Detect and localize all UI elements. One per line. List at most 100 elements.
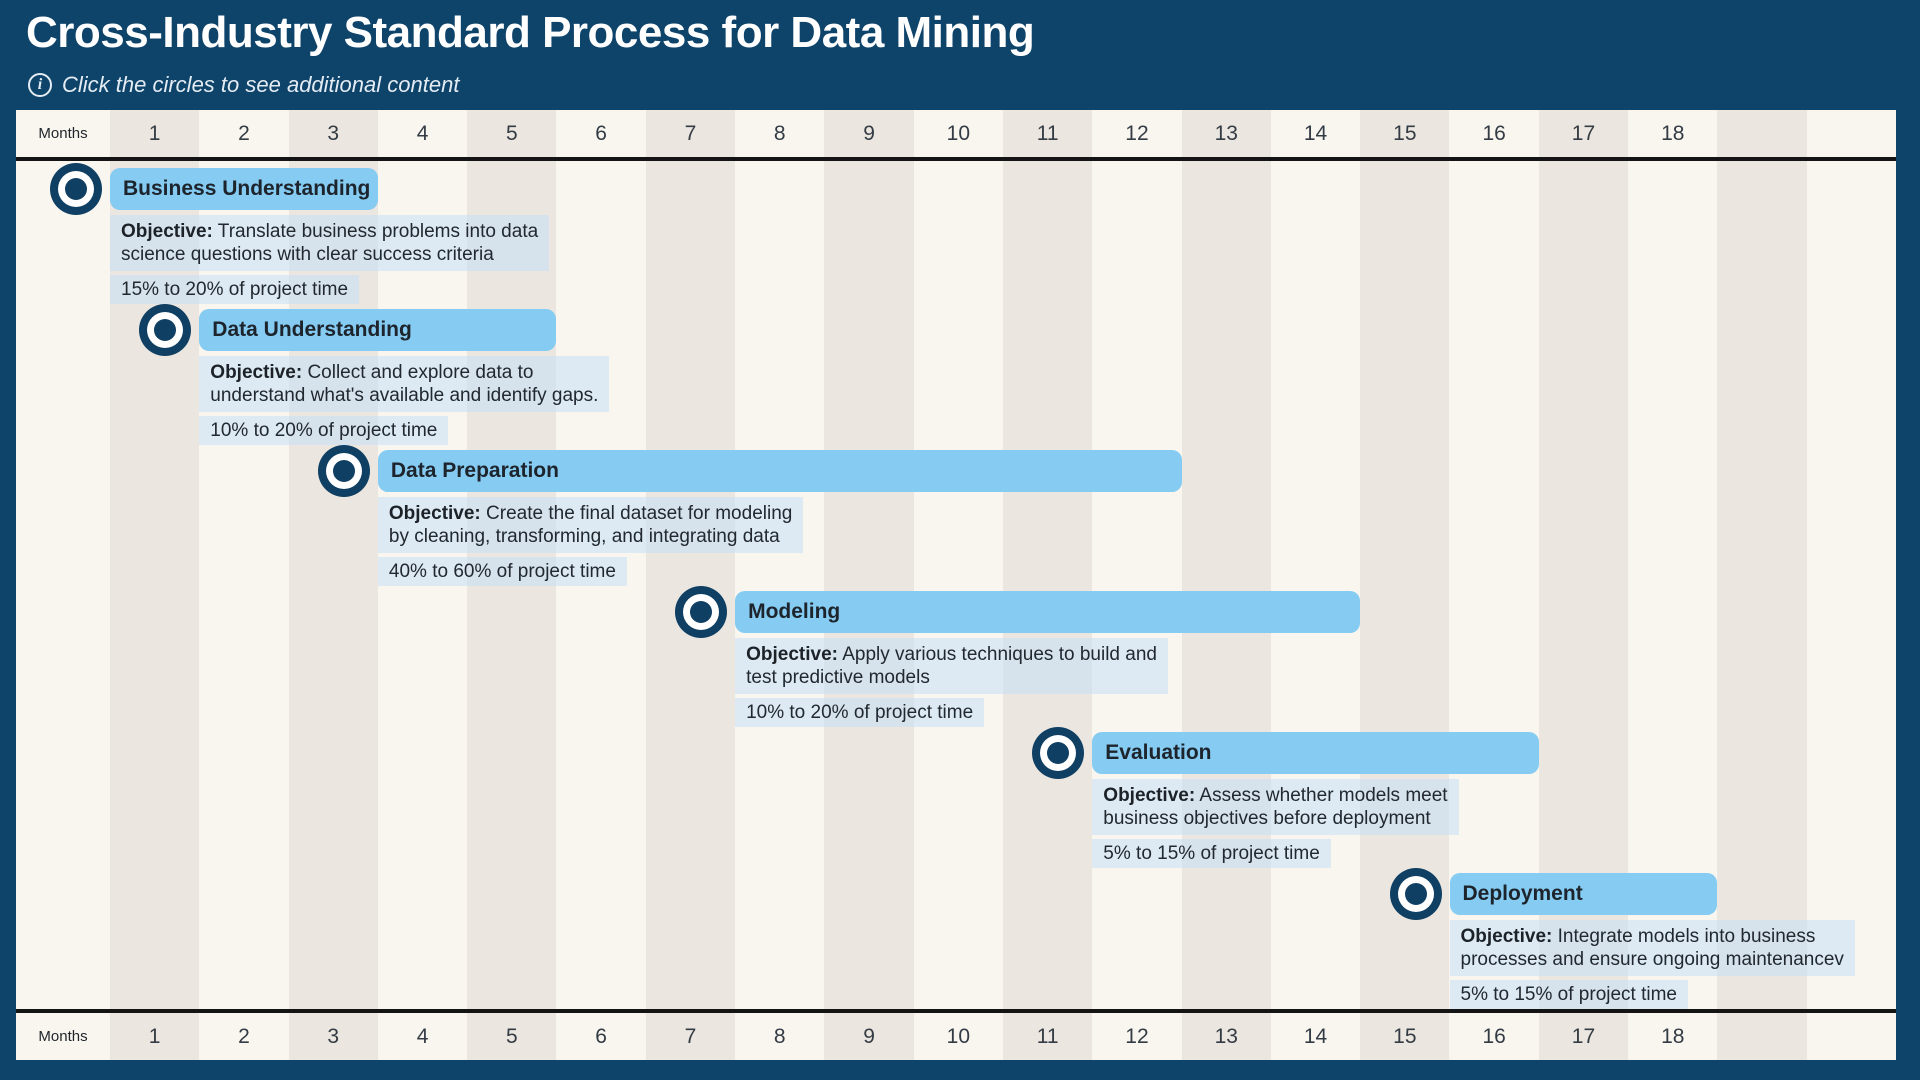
phase-circle-button[interactable]: [50, 163, 102, 215]
month-cell: 1: [148, 122, 161, 145]
month-cell: 4: [416, 1025, 429, 1048]
phase-circle-button[interactable]: [317, 445, 370, 497]
phase-circle-ring: [1397, 876, 1434, 912]
phase-time: 10% to 20% of project time: [735, 698, 985, 727]
phase-objective: Objective: Create the final dataset for …: [377, 497, 804, 553]
month-cell: 9: [863, 122, 875, 145]
month-cell: 2: [238, 122, 250, 145]
phase-circle-ring: [683, 594, 720, 630]
month-column: [1628, 110, 1718, 1060]
phase-circle-core: [154, 319, 177, 341]
month-cell: 7: [684, 122, 697, 145]
month-cell: 16: [1482, 122, 1506, 145]
month-cell: 11: [1036, 1025, 1059, 1048]
phase-circle-button[interactable]: [139, 304, 192, 356]
month-cell: 17: [1571, 1025, 1596, 1048]
month-cell: 8: [773, 122, 786, 145]
month-cell: 1: [148, 1025, 161, 1048]
objective-line: Objective: Translate business problems i…: [121, 221, 539, 242]
phase-circle-core: [65, 178, 87, 200]
phase-time: 5% to 15% of project time: [1092, 839, 1331, 868]
month-cell: 11: [1036, 122, 1059, 145]
month-column: [1270, 110, 1361, 1060]
page-title: Cross-Industry Standard Process for Data…: [26, 8, 1035, 57]
phase-time: 40% to 60% of project time: [377, 557, 627, 586]
month-cell: 6: [595, 1025, 607, 1048]
month-cell: 6: [595, 122, 607, 145]
subtitle-row: i Click the circles to see additional co…: [28, 72, 459, 98]
month-cell: 8: [773, 1025, 786, 1048]
month-cell: 5: [505, 122, 518, 145]
month-cell: 12: [1125, 122, 1149, 145]
subtitle-text: Click the circles to see additional cont…: [62, 72, 460, 97]
phase-circle-ring: [325, 453, 362, 489]
month-cell: 9: [863, 1025, 875, 1048]
phase-circle-button[interactable]: [1032, 727, 1085, 779]
objective-line: Objective: Apply various techniques to b…: [746, 644, 1157, 665]
month-column: [824, 110, 914, 1060]
phase-circle-core: [690, 601, 713, 623]
objective-line: Objective: Integrate models into busines…: [1460, 926, 1816, 947]
phase-bar: Deployment: [1449, 873, 1718, 915]
month-column: [1717, 110, 1807, 1060]
month-cell: 14: [1303, 122, 1328, 145]
objective-line: Objective: Collect and explore data to: [210, 362, 534, 383]
phase-name: Data Understanding: [212, 318, 412, 341]
month-column: [1003, 110, 1093, 1060]
month-cell: 16: [1482, 1025, 1506, 1048]
phase-bar: Evaluation: [1092, 732, 1539, 774]
month-cell: 18: [1661, 1025, 1685, 1048]
objective-line: processes and ensure ongoing maintenance…: [1460, 949, 1844, 970]
phase-name: Business Understanding: [123, 177, 371, 200]
phase-bar: Business Understanding: [110, 168, 378, 210]
month-cell: 13: [1214, 1025, 1238, 1048]
month-cell: 15: [1393, 122, 1417, 145]
months-axis-label-top: Months: [38, 125, 88, 142]
phase-name: Data Preparation: [390, 459, 559, 482]
month-cell: 3: [327, 1025, 340, 1048]
phase-circle-button[interactable]: [675, 586, 728, 638]
month-cell: 3: [327, 122, 340, 145]
objective-line: Objective: Create the final dataset for …: [388, 503, 793, 524]
objective-line: science questions with clear success cri…: [121, 244, 494, 265]
separator-line: [16, 1009, 1896, 1013]
separator-line: [16, 157, 1896, 161]
month-cell: 7: [684, 1025, 697, 1048]
month-cell: 2: [238, 1025, 250, 1048]
phase-circle-core: [1404, 883, 1427, 905]
objective-line: by cleaning, transforming, and integrati…: [388, 526, 780, 547]
month-column: [1181, 110, 1271, 1060]
phase-circle-button[interactable]: [1389, 868, 1442, 920]
month-cell: 15: [1393, 1025, 1417, 1048]
phase-bar: Data Understanding: [199, 309, 557, 351]
months-axis-label-bottom: Months: [38, 1028, 88, 1045]
month-cell: 5: [505, 1025, 518, 1048]
month-column: [735, 110, 825, 1060]
month-cell: 18: [1661, 122, 1685, 145]
phase-name: Evaluation: [1105, 741, 1212, 764]
month-column: [1538, 110, 1629, 1060]
month-column: [1449, 110, 1539, 1060]
month-column: [913, 110, 1003, 1060]
objective-line: business objectives before deployment: [1103, 808, 1431, 829]
phase-circle-core: [332, 460, 355, 482]
phase-circle-ring: [147, 312, 184, 348]
month-cell: 4: [416, 122, 429, 145]
month-cell: 10: [946, 122, 971, 145]
month-cell: 13: [1214, 122, 1238, 145]
month-column: [645, 110, 736, 1060]
phase-circle-core: [1047, 742, 1070, 764]
objective-line: Objective: Assess whether models meet: [1103, 785, 1448, 806]
phase-objective: Objective: Apply various techniques to b…: [735, 638, 1168, 694]
phase-objective: Objective: Translate business problems i…: [110, 215, 550, 271]
month-cell: 17: [1571, 122, 1596, 145]
month-cell: 10: [946, 1025, 971, 1048]
phase-time: 10% to 20% of project time: [199, 416, 449, 445]
phase-objective: Objective: Integrate models into busines…: [1449, 920, 1855, 976]
phase-time: 5% to 15% of project time: [1449, 980, 1688, 1009]
phase-name: Modeling: [748, 600, 841, 623]
